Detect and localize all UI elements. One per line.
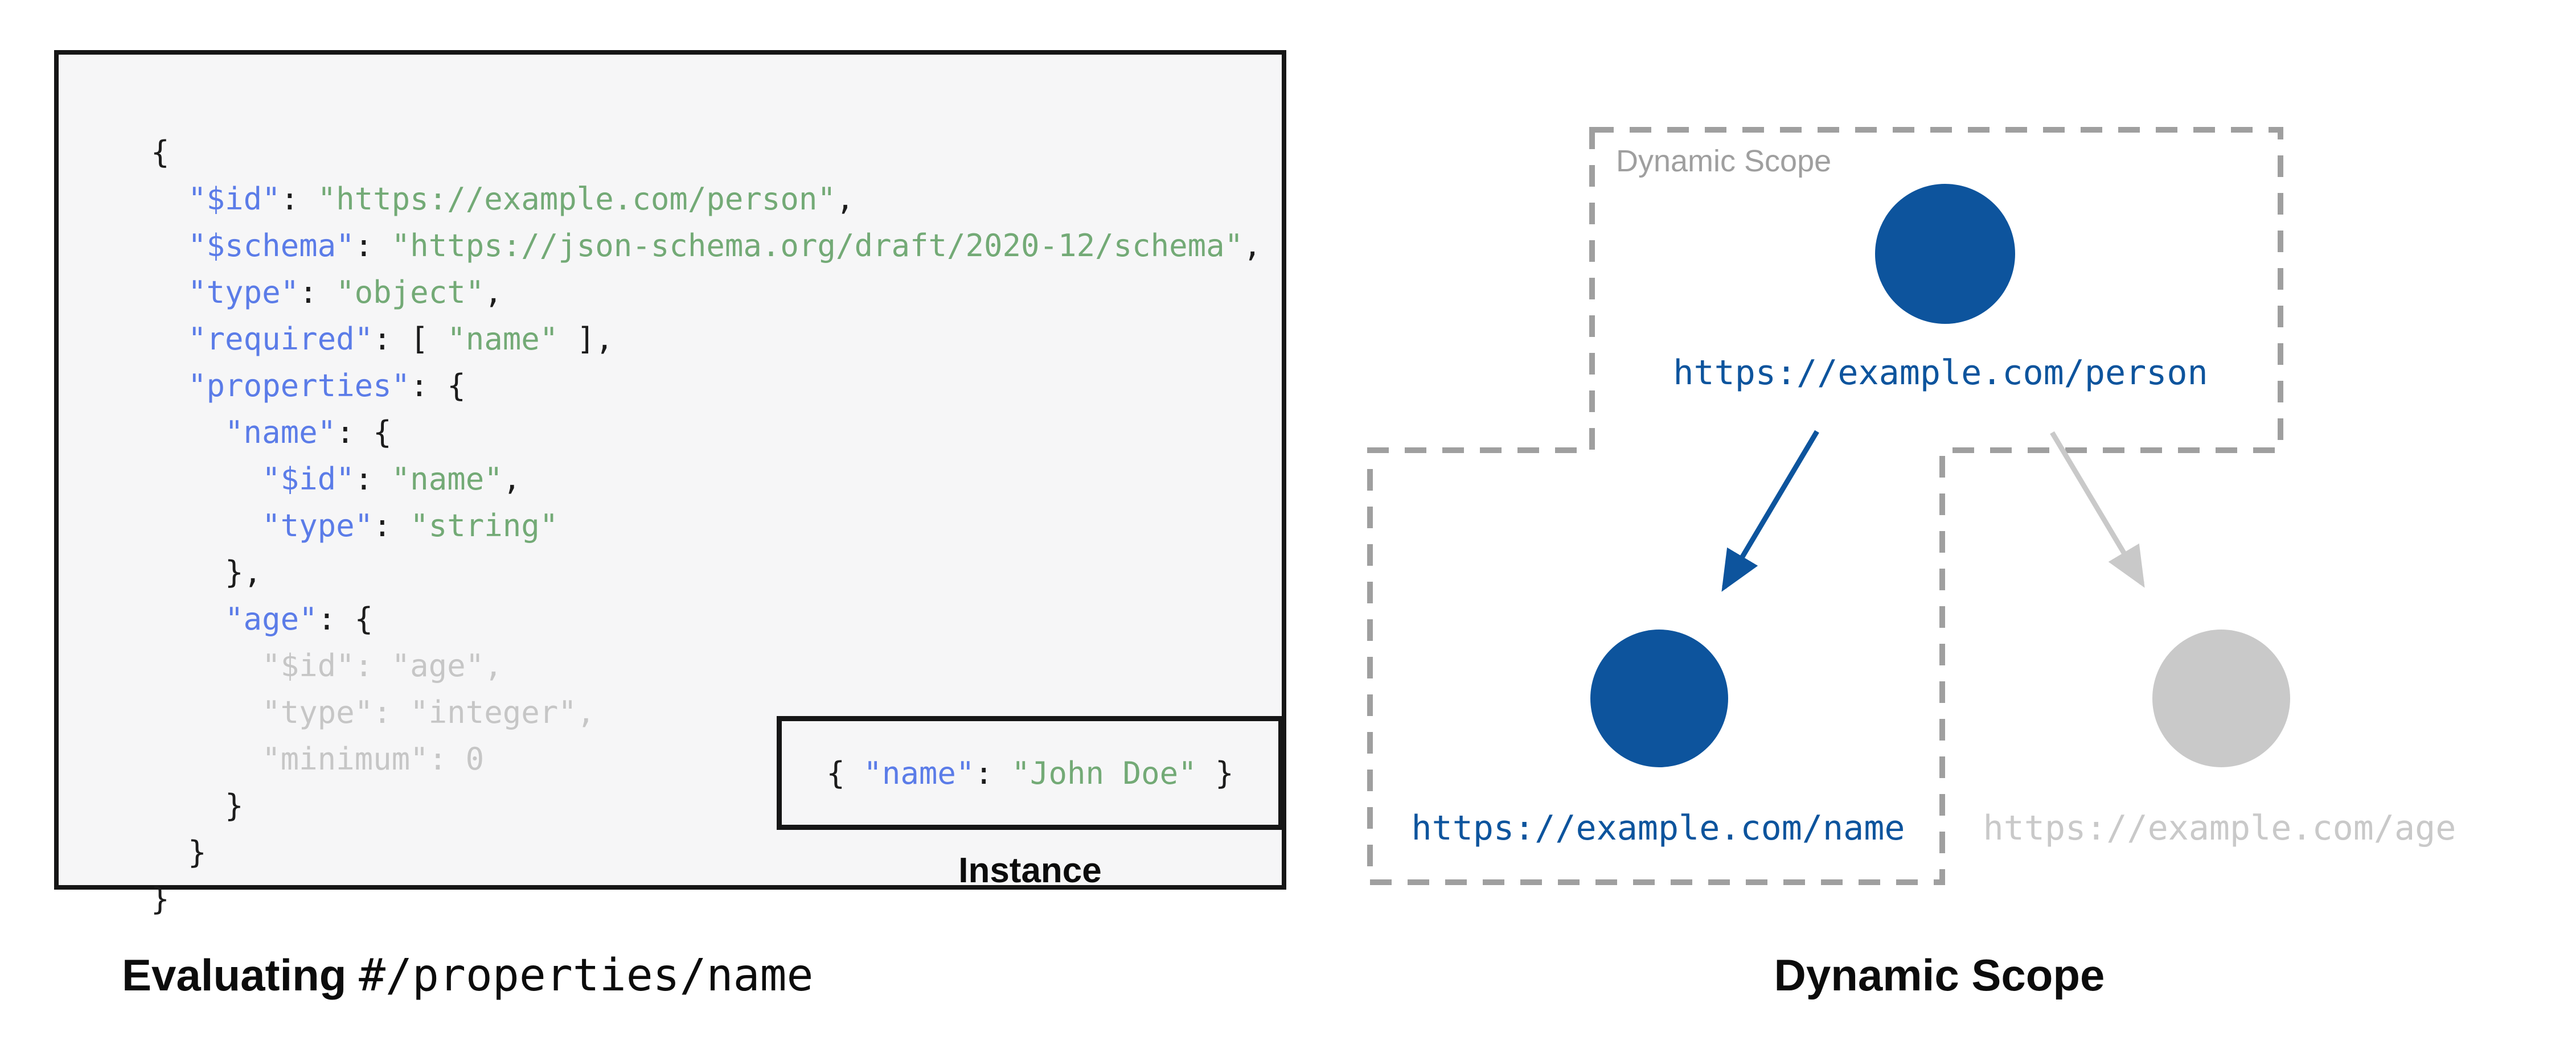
code-line: "$id": "https://example.com/person", [188,181,855,217]
dynamic-scope-caption: Dynamic Scope [1774,950,2105,1000]
evaluating-caption: Evaluating #/properties/name [122,949,813,1001]
code-line: } [151,788,244,824]
schema-code: { "$id": "https://example.com/person", "… [151,129,1262,923]
name-node-label: https://example.com/name [1411,808,1905,848]
schema-code-box: { "$id": "https://example.com/person", "… [54,50,1286,917]
code-line: "$id": "age", [151,648,503,684]
dynamic-scope-outline [1367,127,2283,885]
person-node-circle [1875,184,2015,324]
code-line: "type": "integer", [151,694,596,730]
evaluating-caption-bold: Evaluating [122,950,347,1000]
code-line: "$schema": "https://json-schema.org/draf… [188,228,1262,264]
age-node-label: https://example.com/age [1983,808,2456,848]
code-line: }, [151,554,262,590]
code-line: } [151,881,170,917]
code-line: } [151,834,207,870]
instance-caption: Instance [958,851,1102,890]
code-line: { [151,134,170,170]
age-node-circle [2152,630,2290,767]
instance-code: { "name": "John Doe" } [826,755,1233,791]
scope-inner-label: Dynamic Scope [1616,144,1832,178]
arrow-person-to-age [2050,431,2145,588]
code-line: "age": { [225,601,374,637]
code-line: { "name": "John Doe" } [826,755,1234,791]
code-line: "$id": "name", [262,461,522,497]
code-line: "properties": { [188,368,466,404]
name-node-circle [1590,630,1728,767]
code-line: "type": "object", [188,274,503,310]
evaluating-pointer: #/properties/name [359,950,814,1001]
code-line: "name": { [225,414,392,450]
code-line: "minimum": 0 [151,741,485,777]
arrow-person-to-name [1721,430,1819,592]
code-line: "type": "string" [262,508,559,544]
code-line: "required": [ "name" ], [188,321,614,357]
instance-box: { "name": "John Doe" } [777,716,1283,830]
person-node-label: https://example.com/person [1673,353,2208,393]
